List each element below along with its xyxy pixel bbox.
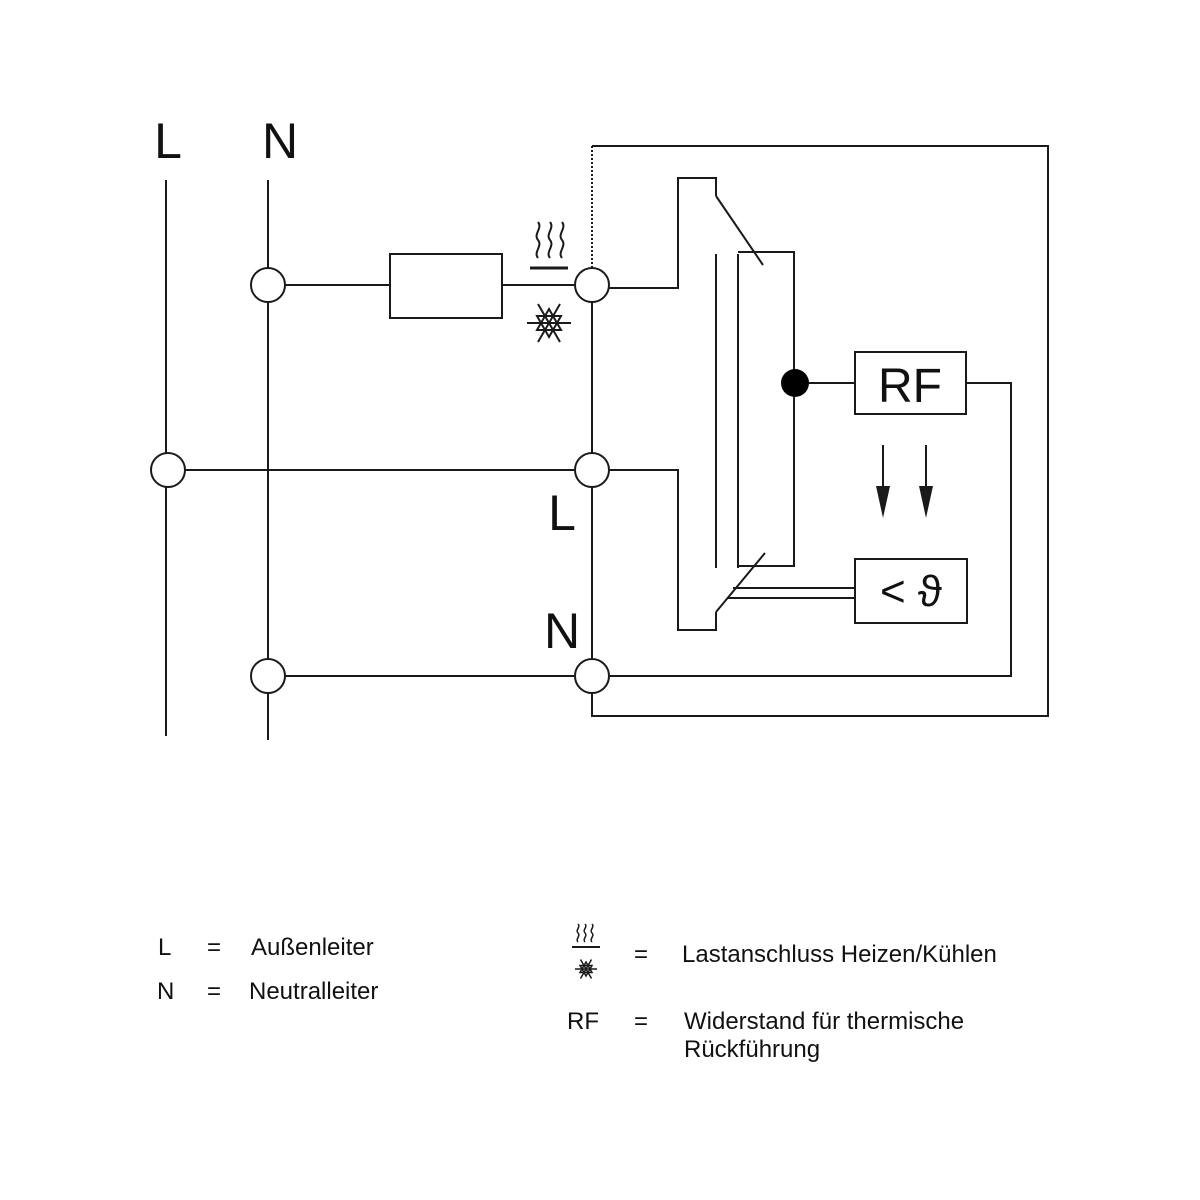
wires bbox=[185, 145, 1049, 717]
heat-waves-icon bbox=[530, 221, 568, 270]
down-arrow-icon bbox=[876, 445, 933, 518]
load-resistor bbox=[389, 253, 503, 319]
legend-text-heat-cool: Lastanschluss Heizen/Kühlen bbox=[682, 941, 997, 968]
terminal bbox=[574, 267, 610, 303]
terminals bbox=[150, 267, 610, 694]
snowflake-icon bbox=[526, 303, 572, 343]
terminal-n-label: N bbox=[544, 603, 580, 659]
legend-key-n: N bbox=[157, 978, 174, 1005]
legend-eq: = bbox=[634, 941, 648, 968]
rail-l-label: L bbox=[154, 113, 182, 169]
legend-eq: = bbox=[207, 934, 221, 961]
legend-text-n: Neutralleiter bbox=[249, 978, 378, 1005]
terminal bbox=[574, 658, 610, 694]
rail-n-label: N bbox=[262, 113, 298, 169]
temperature-sensor-box: < ϑ bbox=[854, 558, 968, 624]
legend-key-rf: RF bbox=[567, 1008, 599, 1035]
junction-dot bbox=[781, 369, 809, 397]
terminal bbox=[574, 452, 610, 488]
legend-text-l: Außenleiter bbox=[251, 934, 374, 961]
legend-text-rf-1: Widerstand für thermische bbox=[684, 1008, 964, 1035]
rf-box-label: RF bbox=[878, 360, 942, 413]
rf-resistor-box: RF bbox=[854, 351, 967, 415]
sensor-box-label: < ϑ bbox=[880, 567, 942, 616]
supply-rails: L N bbox=[154, 113, 298, 740]
legend-text-rf-2: Rückführung bbox=[684, 1036, 820, 1063]
legend-eq: = bbox=[634, 1008, 648, 1035]
terminal bbox=[250, 658, 286, 694]
legend-eq: = bbox=[207, 978, 221, 1005]
terminal-l-label: L bbox=[548, 485, 576, 541]
legend: L = Außenleiter N = Neutralleiter = Last… bbox=[157, 923, 997, 1063]
terminal bbox=[150, 452, 186, 488]
heat-cool-icon bbox=[572, 923, 600, 980]
terminal bbox=[250, 267, 286, 303]
legend-key-l: L bbox=[158, 934, 171, 961]
